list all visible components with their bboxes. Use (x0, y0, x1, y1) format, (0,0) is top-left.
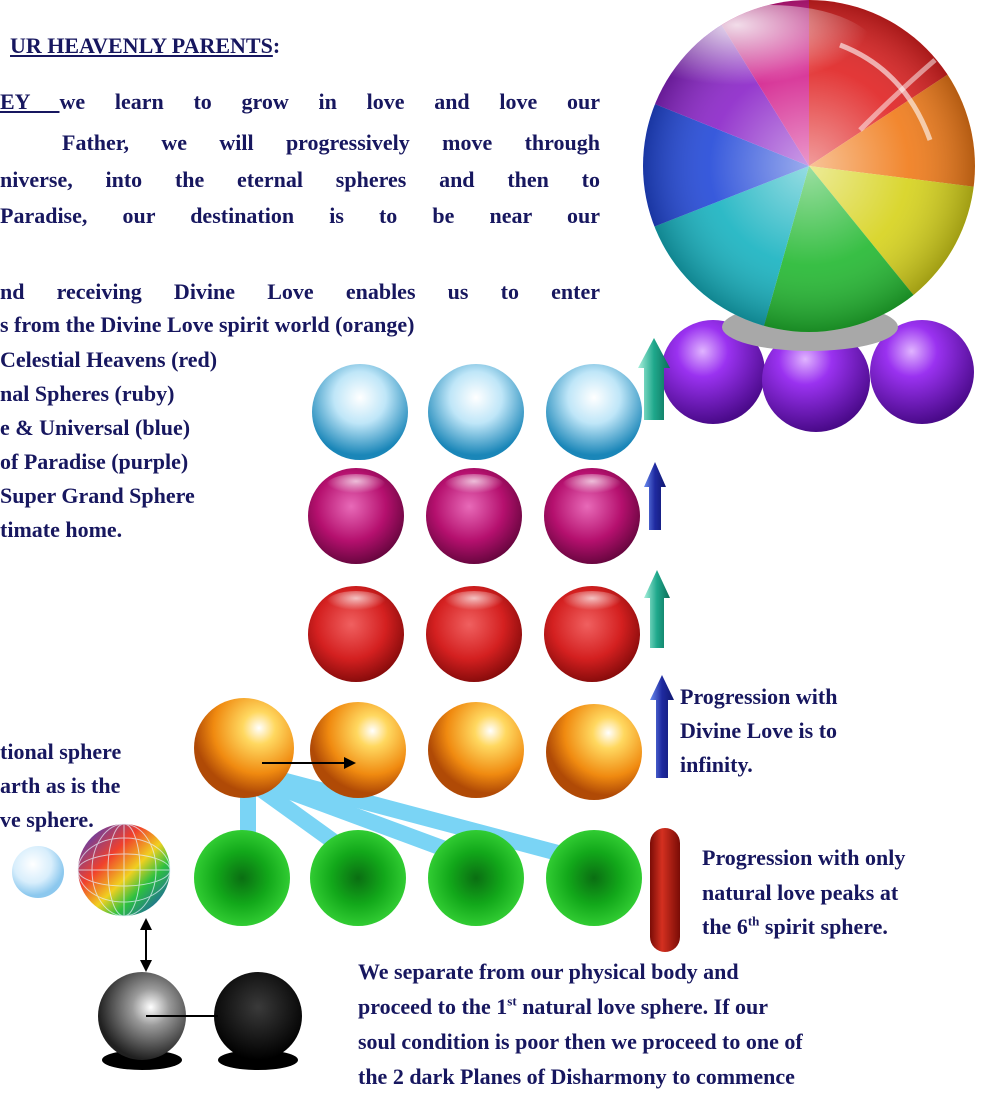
page-heading: UR HEAVENLY PARENTS: (10, 32, 280, 60)
intro-line-4: Paradise, our destination is to be near … (0, 203, 600, 228)
natural-progression-line-2: natural love peaks at (702, 880, 899, 905)
heading-colon: : (272, 33, 281, 58)
red-capsule (650, 828, 680, 952)
orange-sphere (310, 702, 406, 798)
orange-sphere (546, 704, 642, 800)
transitional-line-3: ve sphere. (0, 807, 94, 832)
natural-progression-sup: th (747, 913, 760, 929)
purple-sphere-left (661, 320, 765, 424)
ruby-sphere (426, 468, 522, 564)
orange-sphere-row (194, 698, 642, 800)
intro-line-1: EY we learn to grow in love and love our (0, 88, 600, 116)
arrow-up-icon (644, 462, 666, 530)
separation-text-b: natural love sphere. If our (516, 994, 769, 1019)
red-sphere (308, 586, 404, 682)
orange-sphere (194, 698, 294, 798)
natural-progression-text-a: the 6 (702, 914, 748, 939)
green-sphere (194, 830, 290, 926)
dark-planes-group (98, 972, 302, 1070)
receiving-line-2: s from the Divine Love spirit world (ora… (0, 312, 415, 337)
red-sphere-row (308, 586, 640, 682)
green-sphere-row (194, 830, 642, 926)
heading-text: UR HEAVENLY PARENTS (10, 33, 273, 58)
blue-sphere (428, 364, 524, 460)
orange-link-arrow (262, 757, 356, 769)
earth-double-arrow (140, 918, 152, 972)
divine-progression-line-2: Divine Love is to (680, 718, 838, 743)
green-sphere (310, 830, 406, 926)
level-line-super-grand: Super Grand Sphere (0, 483, 195, 508)
divine-progression-line-1: Progression with (680, 684, 838, 709)
ruby-sphere-row (308, 468, 640, 564)
purple-sphere-right (870, 320, 974, 424)
natural-progression-line-3: the 6th spirit sphere. (702, 913, 888, 941)
red-sphere (544, 586, 640, 682)
green-sphere (546, 830, 642, 926)
level-line-purple: of Paradise (purple) (0, 449, 189, 474)
level-line-blue: e & Universal (blue) (0, 415, 191, 440)
blue-sphere (546, 364, 642, 460)
ruby-sphere (308, 468, 404, 564)
black-sphere (214, 972, 302, 1060)
intro-line-1-text: we learn to grow in love and love our (59, 89, 601, 114)
separation-line-4: the 2 dark Planes of Disharmony to comme… (358, 1064, 795, 1089)
small-ghost-sphere (12, 846, 64, 898)
separation-line-2: proceed to the 1st natural love sphere. … (358, 993, 768, 1021)
level-line-ruby: nal Spheres (ruby) (0, 381, 175, 406)
arrow-up-icon (638, 338, 670, 420)
natural-progression-text-b: spirit sphere. (759, 914, 888, 939)
separation-text-a: proceed to the 1 (358, 994, 508, 1019)
connector-beams (240, 772, 600, 870)
receiving-line-1: nd receiving Divine Love enables us to e… (0, 279, 600, 304)
arrow-up-icon (644, 570, 670, 648)
separation-sup: st (507, 993, 517, 1009)
intro-line-2: Father, we will progressively move throu… (62, 130, 600, 155)
ruby-sphere (544, 468, 640, 564)
blue-sphere-row (312, 364, 642, 460)
separation-line-1: We separate from our physical body and (358, 959, 739, 984)
blue-sphere (312, 364, 408, 460)
purple-sphere-mid (762, 328, 870, 432)
level-line-home: timate home. (0, 517, 123, 542)
transitional-line-1: tional sphere (0, 739, 122, 764)
grey-sphere (98, 972, 186, 1060)
earth-globe-icon (77, 823, 171, 917)
natural-progression-line-1: Progression with only (702, 845, 906, 870)
orange-sphere (428, 702, 524, 798)
green-sphere (428, 830, 524, 926)
globe-stand-plate (722, 303, 898, 351)
red-sphere (426, 586, 522, 682)
level-line-red: Celestial Heavens (red) (0, 347, 218, 372)
divine-progression-line-3: infinity. (680, 752, 753, 777)
transitional-line-2: arth as is the (0, 773, 121, 798)
arrow-up-icon (650, 675, 674, 778)
intro-line-3: niverse, into the eternal spheres and th… (0, 167, 600, 192)
intro-underlined: EY (0, 89, 60, 114)
separation-line-3: soul condition is poor then we proceed t… (358, 1029, 803, 1054)
rainbow-globe-icon (643, 0, 975, 332)
